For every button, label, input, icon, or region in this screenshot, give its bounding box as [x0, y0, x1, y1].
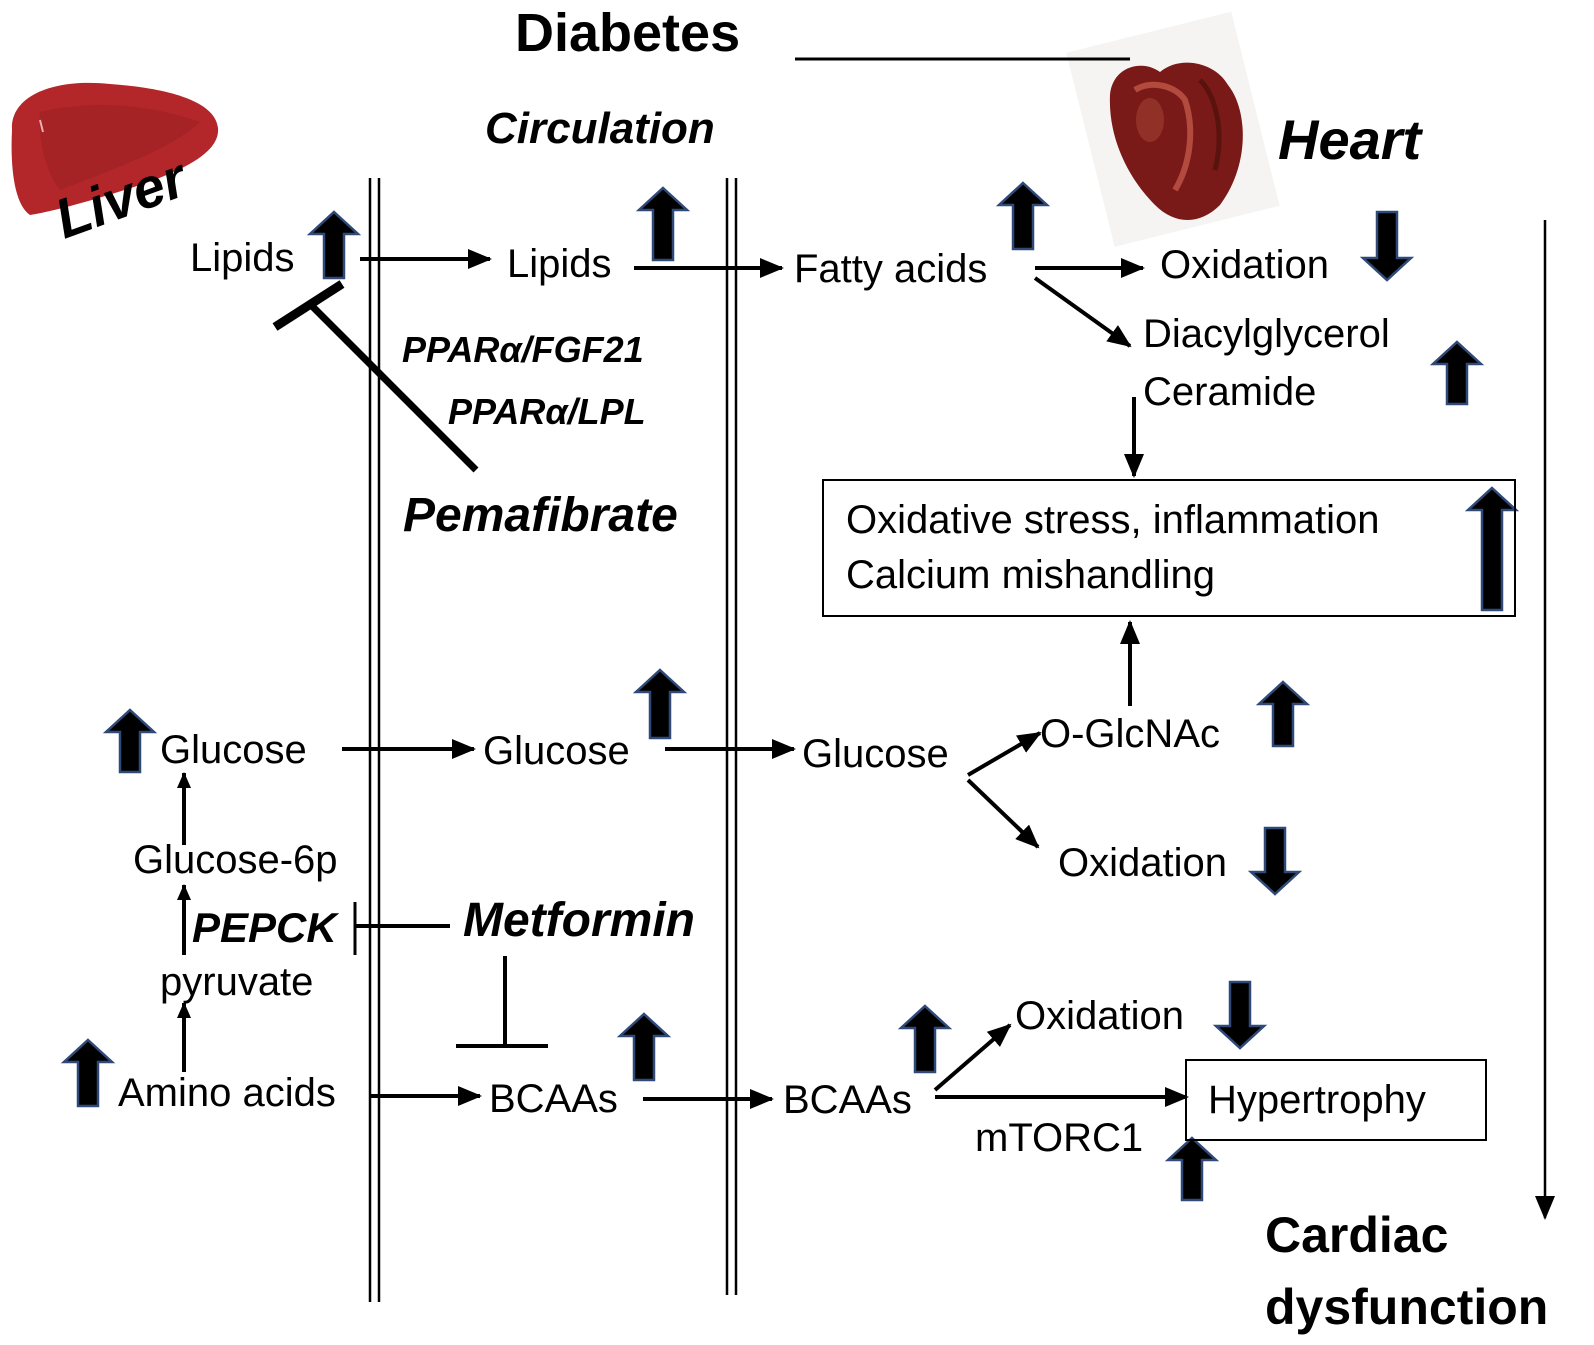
stress-box [822, 479, 1516, 617]
heart-bcaas: BCAAs [783, 1078, 912, 1122]
up-arrow-circulation-glucose [632, 668, 688, 740]
drug-metformin: Metformin [463, 894, 695, 947]
heart-oxidation-bcaa: Oxidation [1015, 994, 1184, 1038]
heart-o-glcnac: O-GlcNAc [1040, 712, 1220, 756]
heart-ceramide: Ceramide [1143, 370, 1317, 414]
up-arrow-liver-glucose [102, 708, 158, 774]
circulation-label: Circulation [485, 104, 715, 153]
pathway-ppara-fgf21: PPARα/FGF21 [402, 329, 644, 370]
up-arrow-diacylglycerol [1429, 340, 1485, 406]
up-arrow-circulation-bcaas [616, 1012, 672, 1082]
heart-oxidation-glucose: Oxidation [1058, 841, 1227, 885]
heart-fatty-acids: Fatty acids [794, 247, 988, 291]
circulation-lipids: Lipids [507, 242, 612, 286]
up-arrow-amino-acids [60, 1038, 116, 1108]
pathway-ppara-lpl: PPARα/LPL [448, 391, 646, 432]
up-arrow-circulation-lipids [635, 186, 691, 262]
liver-image [11, 82, 219, 215]
diagram-title: Diabetes [515, 3, 741, 63]
hypertrophy-box [1185, 1059, 1487, 1141]
heart-label: Heart [1278, 108, 1422, 171]
inhibition-lines [272, 280, 548, 1048]
circulation-glucose: Glucose [483, 729, 630, 773]
heart-glucose: Glucose [802, 732, 949, 776]
up-arrow-o-glcnac [1255, 680, 1311, 748]
outcome-line-2: dysfunction [1265, 1279, 1549, 1335]
heart-diacylglycerol: Diacylglycerol [1143, 312, 1390, 356]
down-arrow-oxidation-glucose [1247, 826, 1303, 896]
liver-pyruvate: pyruvate [160, 960, 314, 1004]
stress-line-2: Calcium mishandling [846, 553, 1216, 597]
liver-glucose-6p: Glucose-6p [133, 838, 338, 882]
drug-pemafibrate: Pemafibrate [403, 489, 678, 542]
circulation-bcaas: BCAAs [489, 1077, 618, 1121]
pepck-label: PEPCK [192, 904, 337, 951]
outcome-line-1: Cardiac [1265, 1207, 1449, 1263]
down-arrow-oxidation-fa [1359, 210, 1415, 282]
heart-image [1066, 11, 1280, 247]
down-arrow-oxidation-bcaa [1212, 980, 1268, 1050]
flow-arrows [177, 220, 1555, 1220]
liver-glucose: Glucose [160, 728, 307, 772]
liver-amino-acids: Amino acids [118, 1071, 336, 1115]
hypertrophy-label: Hypertrophy [1208, 1078, 1426, 1122]
regulation-arrows [60, 181, 1520, 1202]
up-arrow-heart-bcaas [897, 1004, 953, 1074]
membrane-left [368, 178, 381, 1302]
up-arrow-stress [1464, 486, 1520, 612]
membrane-right [725, 178, 738, 1295]
liver-lipids: Lipids [190, 236, 295, 280]
up-arrow-liver-lipids [306, 210, 362, 280]
up-arrow-fatty-acids [995, 181, 1051, 251]
heart-oxidation-fatty-acids: Oxidation [1160, 243, 1329, 287]
mtorc1-label: mTORC1 [975, 1116, 1144, 1160]
up-arrow-mtorc1 [1164, 1136, 1220, 1202]
stress-line-1: Oxidative stress, inflammation [846, 498, 1380, 542]
